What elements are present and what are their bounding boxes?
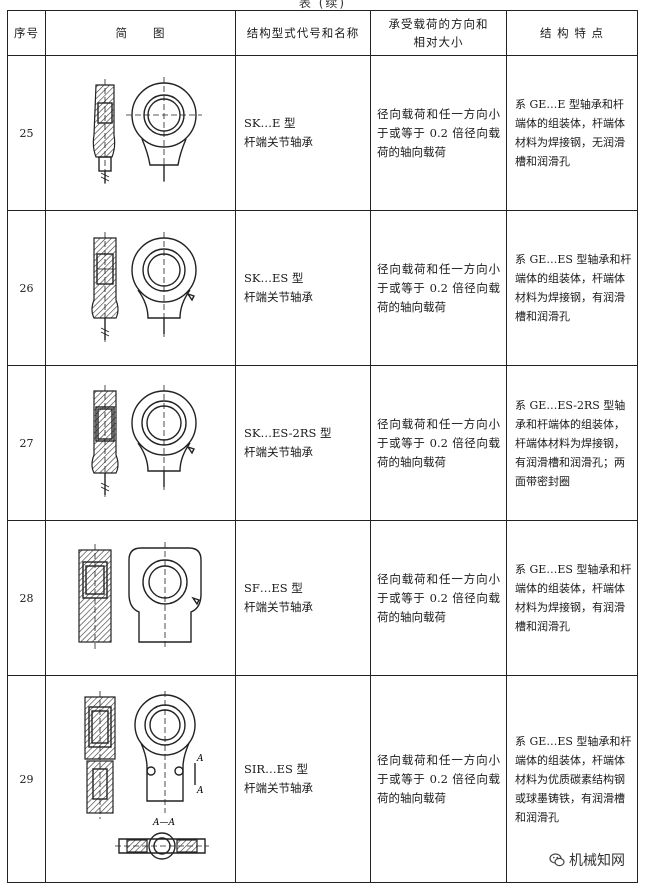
watermark: 机械知网 [549,850,625,870]
table-row: 25 [7,55,638,211]
model-name: 杆端关节轴承 [244,445,313,459]
row-number: 26 [7,210,46,366]
section-mark-bottom: A [196,786,204,796]
section-mark-top: A [196,754,204,764]
header-model: 结构型式代号和名称 [235,10,371,56]
model-cell: SK…ES 型 杆端关节轴承 [235,210,371,366]
row-number: 29 [7,675,46,883]
diagram-cell [45,55,236,211]
rod-end-bearing-sk-es-drawing [90,232,197,342]
row-number: 28 [7,520,46,676]
table-row: 28 SF…ES 型 杆端关节轴承 径向载荷和任一方向小于或等于 [7,520,638,676]
table-caption: 表 (续) [298,0,347,10]
header-num: 序号 [7,10,46,56]
features-cell: 系 GE…ES 型轴承和杆端体的组装体，杆端体材料为焊接钢，有润滑槽和润滑孔 [506,210,638,366]
table-row: 27 SK…ES-2 [7,365,638,521]
model-name: 杆端关节轴承 [244,600,313,614]
header-load: 承受载荷的方向和相对大小 [370,10,507,56]
model-code: SK…E 型 [244,116,296,130]
rod-end-bearing-sk-e-drawing [92,77,202,185]
header-row: 序号 简 图 结构型式代号和名称 承受载荷的方向和相对大小 结 构 特 点 [7,10,638,56]
model-code: SK…ES-2RS 型 [244,426,332,440]
diagram-cell [45,210,236,366]
rod-end-bearing-sf-es-drawing [77,542,202,650]
features-cell: 系 GE…ES 型轴承和杆端体的组装体，杆端体材料为焊接钢，有润滑槽和润滑孔 [506,520,638,676]
diagram-cell [45,520,236,676]
table-row: 29 [7,675,638,883]
model-code: SK…ES 型 [244,271,304,285]
watermark-text: 机械知网 [569,853,625,869]
rod-end-bearing-sk-es-2rs-drawing [90,385,197,497]
features-cell: 系 GE…E 型轴承和杆端体的组装体，杆端体材料为焊接钢，无润滑槽和润滑孔 [506,55,638,211]
model-name: 杆端关节轴承 [244,781,313,795]
model-code: SF…ES 型 [244,581,303,595]
load-cell: 径向载荷和任一方向小于或等于 0.2 倍径向载荷的轴向载荷 [370,55,507,211]
section-title: A—A [152,818,175,828]
load-cell: 径向载荷和任一方向小于或等于 0.2 倍径向载荷的轴向载荷 [370,520,507,676]
load-cell: 径向载荷和任一方向小于或等于 0.2 倍径向载荷的轴向载荷 [370,675,507,883]
rod-end-bearing-sir-es-drawing: A A A—A [83,691,209,860]
row-number: 27 [7,365,46,521]
load-cell: 径向载荷和任一方向小于或等于 0.2 倍径向载荷的轴向载荷 [370,365,507,521]
header-features: 结 构 特 点 [506,10,638,56]
wechat-icon [549,853,565,867]
model-name: 杆端关节轴承 [244,135,313,149]
load-cell: 径向载荷和任一方向小于或等于 0.2 倍径向载荷的轴向载荷 [370,210,507,366]
bearing-types-table: 序号 简 图 结构型式代号和名称 承受载荷的方向和相对大小 结 构 特 点 25 [7,10,638,883]
diagram-cell: A A A—A [45,675,236,883]
diagram-cell [45,365,236,521]
model-cell: SK…ES-2RS 型 杆端关节轴承 [235,365,371,521]
features-cell: 系 GE…ES-2RS 型轴承和杆端体的组装体，杆端体材料为焊接钢，有润滑槽和润… [506,365,638,521]
row-number: 25 [7,55,46,211]
model-code: SIR…ES 型 [244,762,309,776]
table-row: 26 SK…ES 型 [7,210,638,366]
header-diagram: 简 图 [45,10,236,56]
model-cell: SIR…ES 型 杆端关节轴承 [235,675,371,883]
model-cell: SK…E 型 杆端关节轴承 [235,55,371,211]
features-cell: 系 GE…ES 型轴承和杆端体的组装体，杆端体材料为优质碳素结构钢或球墨铸铁，有… [506,675,638,883]
model-name: 杆端关节轴承 [244,290,313,304]
model-cell: SF…ES 型 杆端关节轴承 [235,520,371,676]
